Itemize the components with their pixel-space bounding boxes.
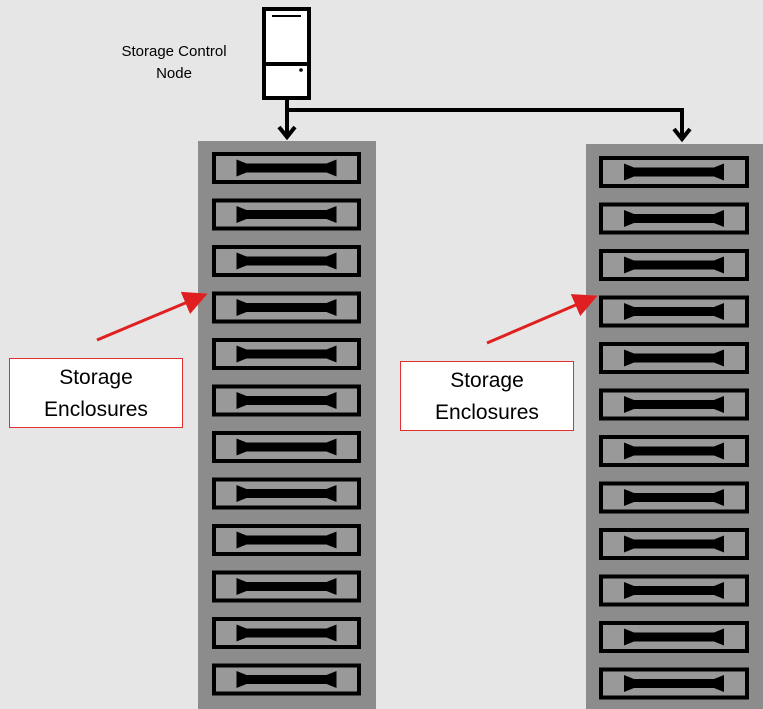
storage-enclosure (599, 574, 749, 607)
storage-enclosure (212, 570, 361, 603)
storage-enclosure (599, 667, 749, 700)
enclosure-handle (236, 392, 337, 409)
storage-enclosure (599, 249, 749, 281)
enclosure-handle (236, 578, 337, 595)
enclosure-handle (236, 299, 337, 316)
enclosure-handle (624, 349, 724, 367)
enclosure-handle (624, 628, 724, 646)
enclosure-handle (236, 159, 337, 177)
storage-enclosure (212, 291, 361, 324)
storage-enclosure (599, 342, 749, 374)
storage-enclosure (599, 156, 749, 188)
enclosure-handle (624, 582, 724, 599)
enclosure-handle (624, 256, 724, 274)
enclosure-handle (624, 535, 724, 553)
enclosure-handle (624, 163, 724, 181)
storage-enclosure (212, 384, 361, 417)
enclosure-handle (624, 675, 724, 692)
storage-enclosure (212, 477, 361, 510)
storage-enclosure (599, 481, 749, 514)
node-label-line1: Storage Control (121, 43, 227, 60)
storage-enclosure (599, 202, 749, 235)
callout-arrow-left (96, 291, 208, 342)
storage-rack-left (198, 141, 376, 709)
enclosure-handle (236, 438, 337, 456)
enclosure-handle (236, 206, 337, 223)
storage-enclosure (212, 524, 361, 556)
enclosure-handle (624, 396, 724, 413)
storage-enclosure (212, 198, 361, 231)
storage-enclosures-callout-left: Storage Enclosures (9, 358, 183, 428)
enclosure-handle (236, 531, 337, 549)
enclosure-handle (624, 442, 724, 460)
storage-enclosures-callout-right: Storage Enclosures (400, 361, 574, 431)
storage-enclosure (212, 663, 361, 696)
storage-enclosure (599, 621, 749, 653)
node-label-line2: Node (156, 65, 192, 82)
callout-right-line2: Enclosures (435, 401, 539, 424)
storage-enclosure (212, 431, 361, 463)
enclosure-handle (236, 671, 337, 688)
storage-enclosure (599, 388, 749, 421)
enclosure-handle (236, 252, 337, 270)
enclosure-handle (624, 210, 724, 227)
connector-to-right-rack (287, 108, 684, 140)
storage-control-node-label: Storage Control Node (86, 41, 262, 85)
storage-enclosure (212, 152, 361, 184)
storage-enclosure (212, 245, 361, 277)
storage-enclosure (212, 617, 361, 649)
enclosure-handle (236, 485, 337, 502)
storage-enclosure (599, 295, 749, 328)
enclosure-handle (624, 489, 724, 506)
storage-control-node-icon (262, 7, 311, 100)
connector-arrowhead-left (277, 125, 297, 141)
storage-enclosure (212, 338, 361, 370)
callout-left-line2: Enclosures (44, 398, 148, 421)
callout-arrow-right (486, 294, 598, 345)
rack-frame (586, 144, 763, 709)
enclosure-handle (236, 345, 337, 363)
enclosure-handle (624, 303, 724, 320)
storage-enclosure (599, 528, 749, 560)
callout-right-line1: Storage (450, 369, 524, 392)
callout-left-line1: Storage (59, 366, 133, 389)
storage-enclosure (599, 435, 749, 467)
storage-rack-right (586, 144, 763, 709)
connector-arrowhead-right (672, 127, 692, 143)
enclosure-handle (236, 624, 337, 642)
connector-lines (277, 98, 692, 143)
rack-frame (198, 141, 376, 709)
